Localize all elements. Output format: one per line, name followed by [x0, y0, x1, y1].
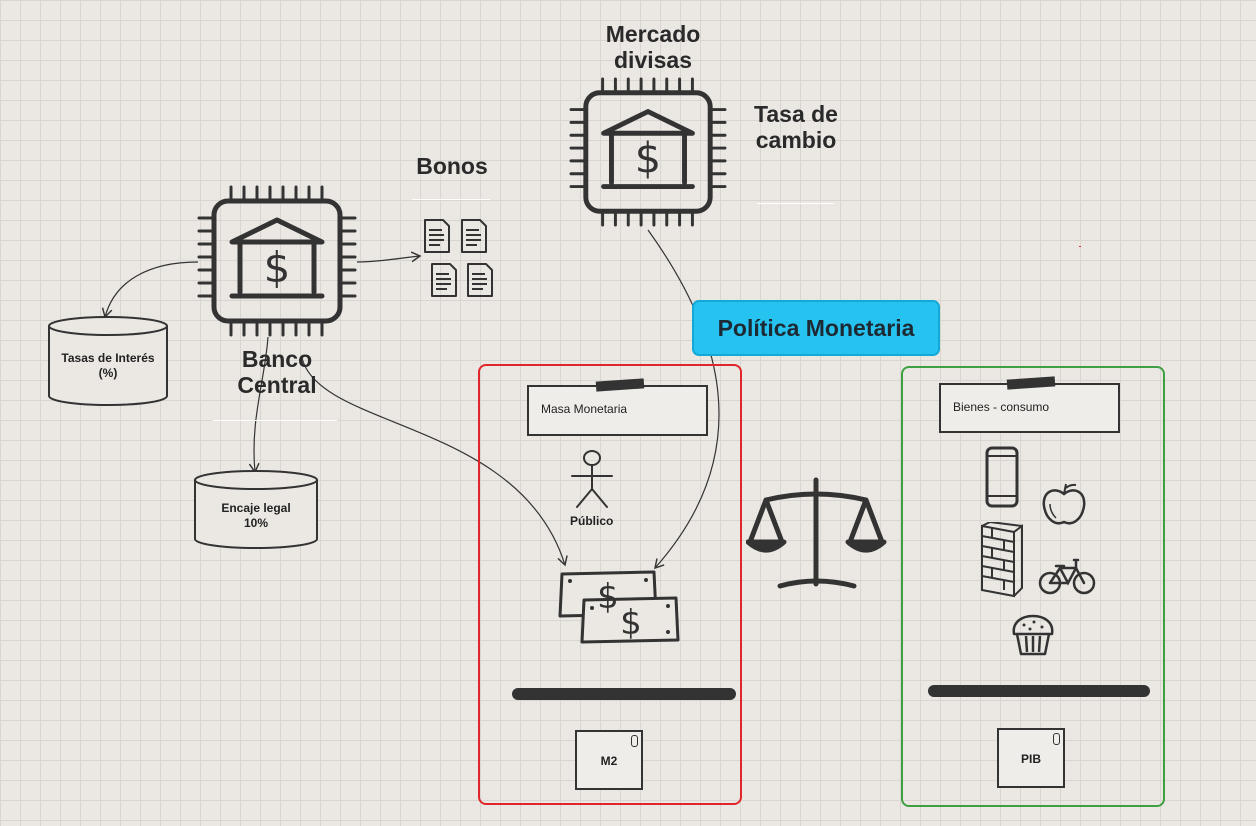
- money-panel: [478, 364, 742, 805]
- money-divider: [512, 688, 736, 700]
- politica-monetaria-button[interactable]: Política Monetaria: [692, 300, 940, 356]
- encaje-legal-cylinder: [194, 470, 318, 549]
- tasa-cambio-label: Tasa de cambio: [754, 101, 838, 153]
- bicycle-icon: [1038, 558, 1096, 595]
- arrow-mercado-dinero: [647, 229, 720, 570]
- svg-text:$: $: [635, 135, 661, 183]
- arrow-banco-tasas: [101, 261, 199, 319]
- tasas-interes-line2: (%): [98, 366, 118, 380]
- documents-icon: [424, 219, 493, 297]
- encaje-legal-label: Encaje legal 10%: [193, 501, 319, 531]
- bank-chip-icon: $: [197, 185, 357, 337]
- market-chip-icon: $: [569, 77, 727, 227]
- tasas-interes-label: Tasas de Interés (%): [47, 351, 169, 381]
- clip-icon: [631, 735, 638, 747]
- brick-wall-icon: [981, 522, 1023, 598]
- bonos-label: Bonos: [416, 153, 488, 179]
- banco-central-label: Banco Central: [237, 346, 317, 398]
- goods-divider: [928, 685, 1150, 697]
- m2-card[interactable]: M2: [575, 730, 643, 790]
- svg-text:$: $: [620, 603, 642, 643]
- m2-label: M2: [600, 754, 618, 768]
- tasas-interes-line1: Tasas de Interés: [61, 351, 155, 365]
- balance-scale-icon: [746, 477, 887, 589]
- masa-monetaria-note: Masa Monetaria: [527, 385, 708, 436]
- pib-card[interactable]: PIB: [997, 728, 1065, 788]
- stray-dot: [1079, 246, 1081, 247]
- tasas-interes-cylinder: [48, 316, 168, 406]
- mercado-divisas-label: Mercado divisas: [605, 21, 701, 73]
- arrow-banco-encaje: [248, 336, 269, 474]
- goods-panel: [901, 366, 1165, 807]
- svg-text:$: $: [597, 577, 619, 617]
- tasa-cambio-underline: [757, 203, 834, 204]
- arrow-banco-dinero: [301, 357, 568, 567]
- svg-text:$: $: [264, 243, 291, 292]
- arrow-banco-bonos: [356, 251, 422, 263]
- bienes-consumo-note: Bienes - consumo: [939, 383, 1120, 433]
- encaje-line2: 10%: [243, 516, 269, 530]
- banco-central-underline: [213, 420, 337, 421]
- phone-icon: [985, 446, 1019, 508]
- publico-label: Público: [570, 514, 614, 528]
- bonos-underline: [412, 199, 490, 200]
- person-icon: [571, 450, 613, 508]
- cash-icon: $ $: [558, 570, 680, 644]
- encaje-line1: Encaje legal: [221, 501, 291, 515]
- muffin-icon: [1012, 614, 1054, 656]
- pib-label: PIB: [1020, 752, 1041, 766]
- apple-icon: [1042, 483, 1086, 525]
- clip-icon: [1053, 733, 1060, 745]
